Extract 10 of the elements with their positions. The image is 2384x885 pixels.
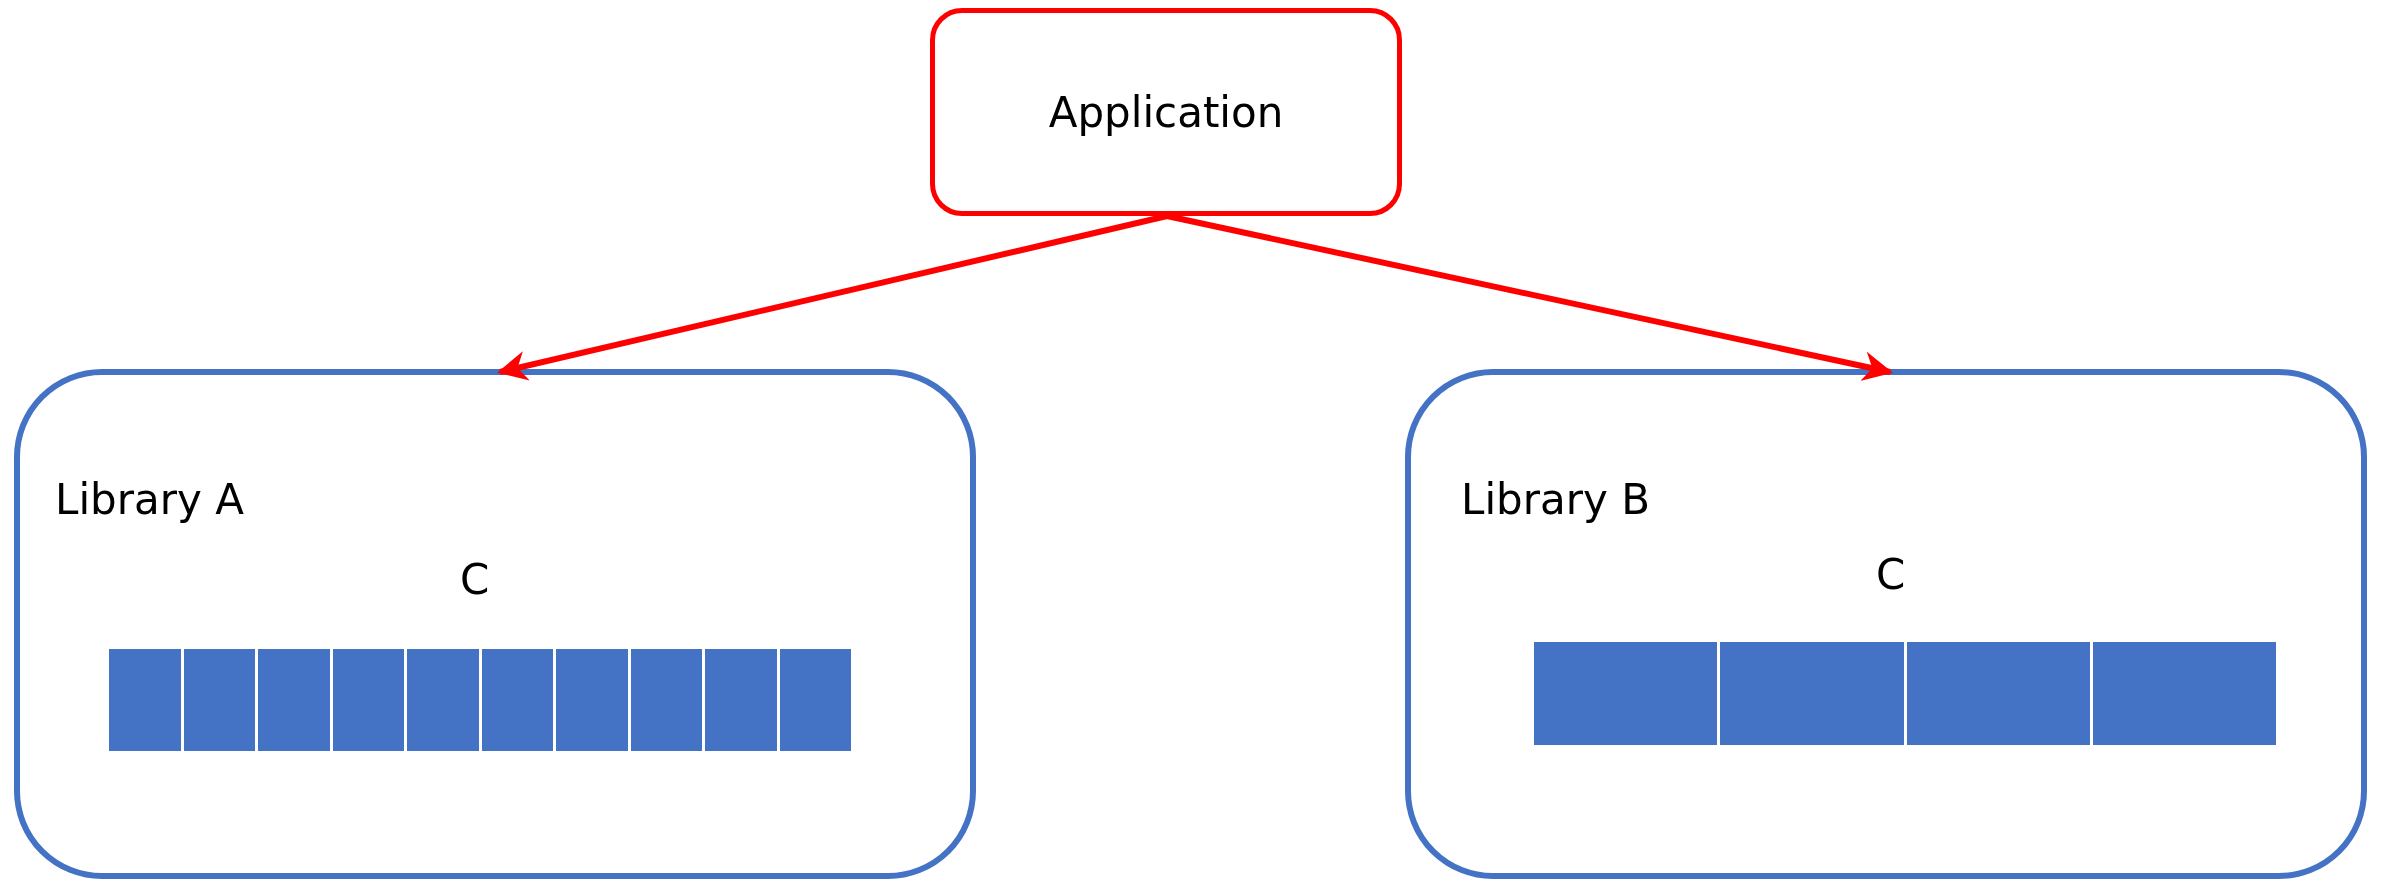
library-box bbox=[1405, 369, 2367, 879]
arrow bbox=[1166, 213, 1893, 381]
box-title: Application bbox=[1048, 87, 1284, 137]
bar-label: C bbox=[460, 555, 490, 604]
box-title: Library A bbox=[55, 475, 244, 524]
bar-label: C bbox=[1876, 550, 1906, 599]
library-box bbox=[14, 369, 976, 879]
application-box bbox=[930, 8, 1402, 216]
arrow bbox=[497, 213, 1168, 381]
box-title: Library B bbox=[1461, 475, 1651, 524]
